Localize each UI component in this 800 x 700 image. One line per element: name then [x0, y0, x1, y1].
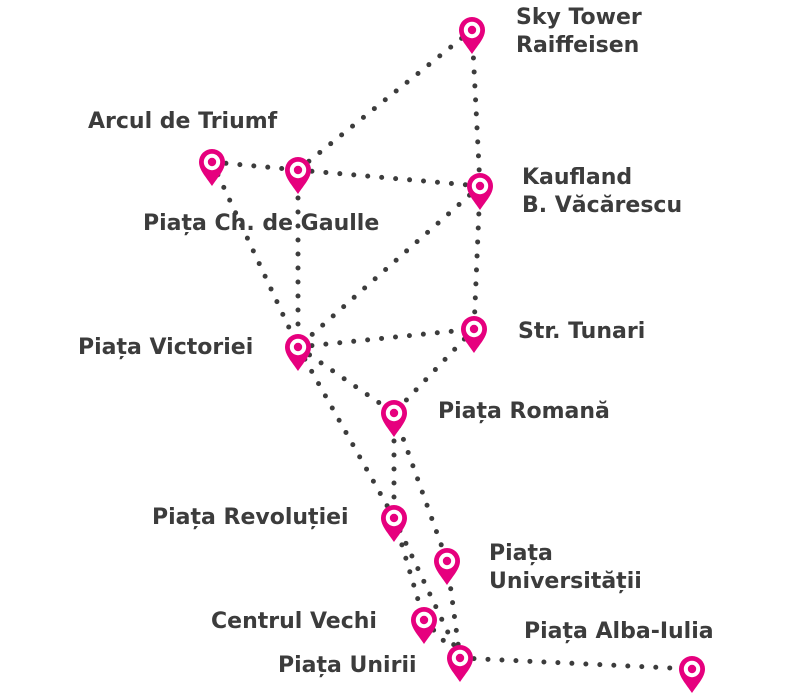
station-label-line: Centrul Vechi: [211, 609, 377, 634]
station-label-str-tunari[interactable]: Str. Tunari: [518, 318, 645, 346]
station-label-piata-victoriei[interactable]: Piața Victoriei: [78, 334, 253, 362]
station-label-line: Arcul de Triumf: [88, 109, 278, 134]
map-pin-icon[interactable]: [379, 503, 409, 543]
station-label-line: Piața Romană: [438, 399, 610, 424]
map-pin-icon[interactable]: [677, 654, 707, 694]
station-label-line: Sky Tower: [516, 5, 642, 30]
map-pin-icon[interactable]: [465, 171, 495, 211]
station-label-line: Piața Unirii: [278, 653, 417, 678]
station-label-piata-ch-de-gaulle[interactable]: Piața Ch. de Gaulle: [143, 210, 379, 238]
station-label-piata-alba-iulia[interactable]: Piața Alba-Iulia: [524, 618, 714, 646]
station-label-centrul-vechi[interactable]: Centrul Vechi: [211, 608, 377, 636]
station-label-piata-revolutiei[interactable]: Piața Revoluției: [152, 504, 349, 532]
route-connection-piata-victoriei-str-tunari: [295, 326, 477, 350]
map-pin-icon[interactable]: [409, 605, 439, 645]
station-label-line: Piața Victoriei: [78, 335, 254, 360]
map-pin-icon[interactable]: [283, 332, 313, 372]
route-connection-piata-victoriei-piata-romana: [295, 344, 397, 416]
station-label-line: Piața Alba-Iulia: [524, 619, 714, 644]
station-label-line: Piața: [489, 541, 553, 566]
map-pin-icon[interactable]: [445, 643, 475, 683]
route-connection-piata-ch-de-gaulle-sky-tower: [295, 27, 475, 173]
route-connection-kaufland-str-tunari: [471, 183, 483, 332]
route-connection-piata-ch-de-gaulle-kaufland: [295, 167, 483, 189]
map-pin-icon[interactable]: [197, 147, 227, 187]
route-connection-piata-romana-piata-universitatii: [391, 410, 450, 564]
route-connection-arcul-de-triumf-piata-victoriei: [209, 159, 301, 350]
route-connection-piata-revolutiei-piata-unirii: [391, 515, 463, 661]
station-label-line: Universității: [489, 569, 642, 594]
route-connection-kaufland-piata-victoriei: [295, 183, 483, 350]
station-label-line: Raiffeisen: [516, 33, 640, 58]
station-label-arcul-de-triumf[interactable]: Arcul de Triumf: [88, 108, 277, 136]
station-label-line: B. Văcărescu: [522, 193, 683, 218]
station-label-piata-unirii[interactable]: Piața Unirii: [278, 652, 417, 680]
route-connection-sky-tower-kaufland: [469, 27, 483, 189]
station-label-line: Piața Ch. de Gaulle: [143, 211, 380, 236]
route-connection-str-tunari-piata-romana: [391, 326, 477, 416]
map-pin-icon[interactable]: [459, 314, 489, 354]
route-connection-arcul-de-triumf-piata-ch-de-gaulle: [209, 159, 301, 173]
map-pin-icon[interactable]: [283, 155, 313, 195]
map-pin-icon[interactable]: [432, 546, 462, 586]
station-label-line: Str. Tunari: [518, 319, 646, 344]
station-label-line: Piața Revoluției: [152, 505, 349, 530]
station-label-line: Kaufland: [522, 165, 633, 190]
station-label-piata-romana[interactable]: Piața Romană: [438, 398, 610, 426]
station-label-kaufland[interactable]: Kaufland B. Văcărescu: [522, 164, 682, 220]
route-connection-piata-victoriei-piata-revolutiei: [295, 344, 397, 521]
map-pin-icon[interactable]: [457, 15, 487, 55]
route-connection-piata-unirii-piata-alba-iulia: [457, 655, 695, 672]
map-pin-icon[interactable]: [379, 398, 409, 438]
